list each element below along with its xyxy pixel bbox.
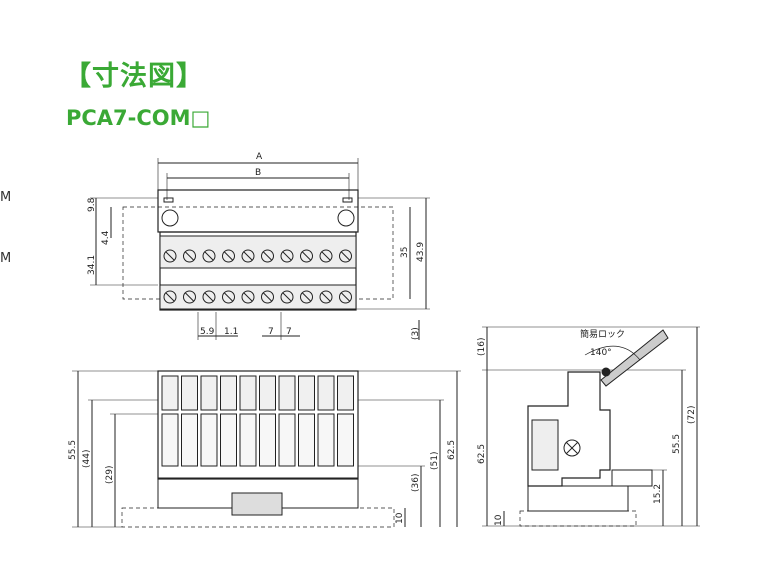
terminal-screw-icon xyxy=(202,290,216,304)
cut-off-text-1: M xyxy=(0,190,12,205)
dim-62-5-side: 62.5 xyxy=(477,444,487,464)
terminal-screw-icon xyxy=(261,290,274,304)
dim-10: 10 xyxy=(395,512,405,524)
side-view xyxy=(482,326,700,527)
terminal-screw-icon xyxy=(163,249,177,263)
terminal-screw-icon xyxy=(261,249,274,263)
side-view-labels: 簡易ロック 140° (16) 62.5 55.5 (72) 15.2 10 xyxy=(477,328,697,526)
dim-72: (72) xyxy=(687,406,697,424)
dim-4-4: 4.4 xyxy=(101,230,111,245)
front-terminal-upper xyxy=(298,375,315,411)
front-view-labels: 55.5 (44) (29) (51) 62.5 (36) 10 xyxy=(68,440,457,524)
terminal-screw-icon xyxy=(300,249,313,263)
dim-62-5: 62.5 xyxy=(447,440,457,460)
dim-34-1: 34.1 xyxy=(87,255,97,275)
front-view xyxy=(72,370,461,528)
terminal-screw-icon xyxy=(202,249,216,263)
dim-10-side: 10 xyxy=(494,514,504,526)
terminal-screw-icon xyxy=(319,249,333,263)
top-view xyxy=(90,158,430,340)
terminal-screw-icon xyxy=(339,290,352,304)
terminal-screw-icon xyxy=(163,290,177,304)
dim-55-5: 55.5 xyxy=(68,440,78,460)
dim-5-9: 5.9 xyxy=(200,327,215,337)
dim-43-9: 43.9 xyxy=(416,242,426,262)
dim-9-8: 9.8 xyxy=(87,197,97,212)
terminal-screw-icon xyxy=(222,249,235,263)
dim-35: 35 xyxy=(400,247,410,258)
front-terminal-upper xyxy=(337,375,354,411)
terminal-screw-icon xyxy=(339,249,352,263)
dim-44: (44) xyxy=(82,450,92,468)
front-terminal-upper xyxy=(220,375,237,411)
front-terminal-upper xyxy=(317,375,335,411)
dim-B: B xyxy=(255,168,261,178)
front-terminal-lower xyxy=(259,413,276,467)
lock-label: 簡易ロック xyxy=(580,328,625,340)
lock-angle: 140° xyxy=(590,348,612,358)
front-terminal-upper xyxy=(259,375,276,411)
dim-29: (29) xyxy=(105,466,115,484)
front-terminal-lower xyxy=(317,413,335,467)
front-terminal-upper xyxy=(278,375,296,411)
top-view-labels: A B 9.8 4.4 34.1 35 43.9 5.9 1.1 7 7 (3) xyxy=(87,152,426,340)
dim-16: (16) xyxy=(477,338,487,356)
front-terminal-lower xyxy=(298,413,315,467)
dim-3: (3) xyxy=(411,327,421,340)
terminal-screw-icon xyxy=(241,249,255,263)
front-terminal-upper xyxy=(239,375,257,411)
terminal-screw-icon xyxy=(222,290,235,304)
terminal-screw-icon xyxy=(183,249,196,263)
front-terminal-lower xyxy=(161,413,179,467)
dim-7-b: 7 xyxy=(286,327,292,337)
terminal-screw-icon xyxy=(280,249,294,263)
dim-A: A xyxy=(256,152,263,162)
front-terminal-lower xyxy=(200,413,218,467)
front-terminal-upper xyxy=(181,375,198,411)
front-terminal-lower xyxy=(337,413,354,467)
front-terminal-upper xyxy=(161,375,179,411)
front-terminal-upper xyxy=(200,375,218,411)
dim-55-5-side: 55.5 xyxy=(672,434,682,454)
front-terminal-lower xyxy=(181,413,198,467)
dim-15-2: 15.2 xyxy=(653,484,663,504)
dim-51: (51) xyxy=(430,452,440,470)
terminal-screw-icon xyxy=(241,290,255,304)
front-terminal-lower xyxy=(239,413,257,467)
terminal-screw-icon xyxy=(280,290,294,304)
terminal-screw-icon xyxy=(319,290,333,304)
front-terminal-lower xyxy=(220,413,237,467)
dim-36: (36) xyxy=(411,474,421,492)
front-terminal-lower xyxy=(278,413,296,467)
model-number: PCA7-COM□ xyxy=(66,106,211,130)
terminal-screw-icon xyxy=(183,290,196,304)
dim-1-1: 1.1 xyxy=(224,327,238,337)
terminal-screw-icon xyxy=(300,290,313,304)
dim-7-a: 7 xyxy=(268,327,274,337)
page-title: 【寸法図】 xyxy=(64,61,204,92)
cut-off-text-2: M xyxy=(0,251,12,266)
